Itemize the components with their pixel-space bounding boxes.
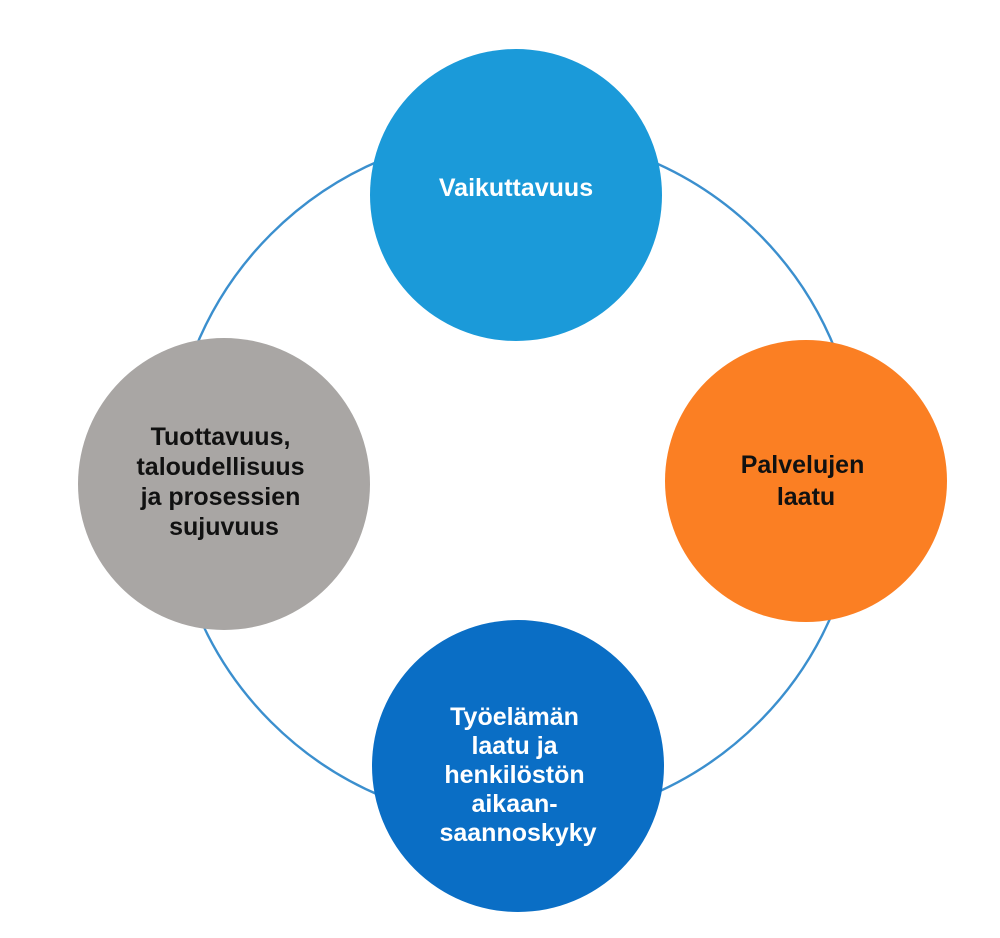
node-right-label-line: Palvelujen bbox=[741, 451, 865, 479]
node-left-label-line: ja prosessien bbox=[140, 483, 301, 511]
node-bottom-label-line: Työelämän bbox=[450, 703, 579, 731]
node-right-circle bbox=[665, 340, 947, 622]
node-bottom-label: Työelämän laatu ja henkilöstön aikaan- s… bbox=[439, 703, 596, 847]
node-left-label: Tuottavuus, taloudellisuus ja prosessien… bbox=[136, 423, 311, 541]
node-bottom-label-line: laatu ja bbox=[471, 732, 558, 760]
node-left-label-line: Tuottavuus, bbox=[151, 423, 291, 451]
node-left-label-line: taloudellisuus bbox=[136, 453, 304, 481]
node-left-circle bbox=[78, 338, 370, 630]
node-right: Palvelujen laatu bbox=[665, 340, 947, 622]
node-bottom-circle bbox=[372, 620, 664, 912]
node-top: Vaikuttavuus bbox=[370, 49, 662, 341]
node-bottom: Työelämän laatu ja henkilöstön aikaan- s… bbox=[372, 620, 664, 912]
node-top-label: Vaikuttavuus bbox=[439, 174, 593, 202]
node-bottom-label-line: saannoskyky bbox=[439, 819, 596, 847]
node-right-label-line: laatu bbox=[777, 483, 835, 511]
node-bottom-label-line: aikaan- bbox=[471, 790, 557, 818]
node-left: Tuottavuus, taloudellisuus ja prosessien… bbox=[78, 338, 370, 630]
node-top-circle bbox=[370, 49, 662, 341]
node-bottom-label-line: henkilöstön bbox=[444, 761, 584, 789]
node-right-label: Palvelujen laatu bbox=[741, 451, 872, 511]
node-top-label-line: Vaikuttavuus bbox=[439, 174, 593, 202]
node-left-label-line: sujuvuus bbox=[169, 513, 279, 541]
